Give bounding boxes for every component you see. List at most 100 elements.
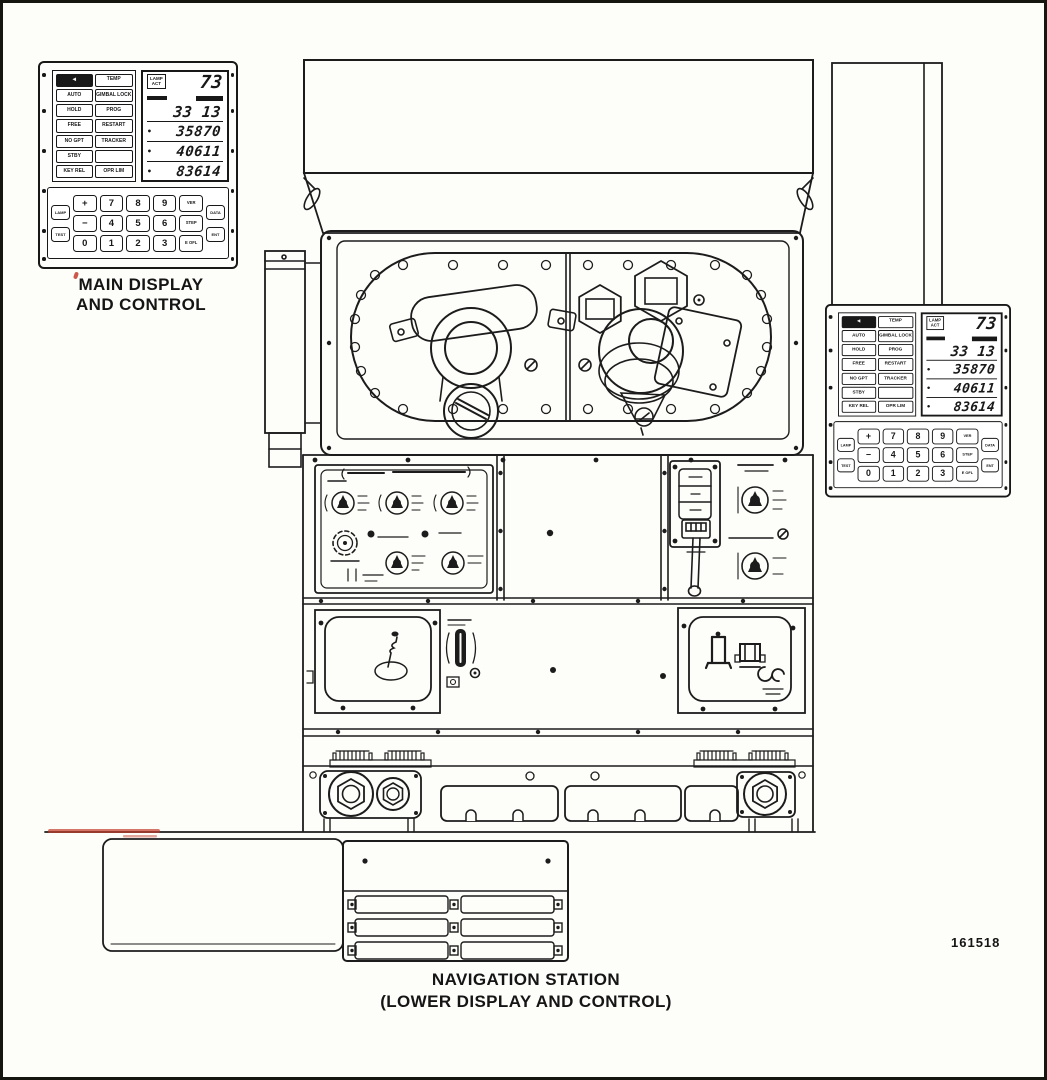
- mode-key-indicator: ◄: [55, 73, 93, 87]
- key-9: 9: [931, 428, 954, 444]
- display-row: • 83614: [147, 161, 223, 181]
- key-step: STEP: [179, 214, 203, 232]
- mode-key-stby: STBY: [841, 386, 877, 400]
- left-connector-plate: [309, 770, 422, 819]
- optical-scope-panel: [320, 230, 804, 456]
- mode-key-temp: TEMP: [95, 73, 133, 87]
- unit-caption-line1: MAIN DISPLAY: [78, 275, 204, 294]
- mode-key-hold: HOLD: [841, 344, 877, 357]
- key-minus: −: [73, 214, 97, 232]
- display-row: • 40611: [147, 141, 223, 161]
- display-row: 33 13: [172, 102, 222, 121]
- clevis-clamp: [734, 643, 766, 668]
- lamp-act-badge: LAMP ACT: [926, 316, 944, 330]
- clamp-access-panel: [677, 607, 806, 714]
- key-4: 4: [99, 214, 124, 232]
- mode-button-panel: ◄ TEMP AUTO GIMBAL LOCK HOLD PROG FREE R…: [52, 70, 136, 182]
- display-row: • 40611: [926, 378, 998, 397]
- key-8: 8: [907, 428, 929, 444]
- mode-key-restart: RESTART: [878, 358, 913, 371]
- joystick-access-panel: [306, 609, 441, 714]
- key-plus: +: [857, 428, 880, 444]
- joystick: [374, 631, 408, 681]
- key-lamp: LAMP: [837, 437, 855, 452]
- display-segment-bars: [147, 96, 223, 102]
- navigation-station-line-drawing: [44, 59, 943, 962]
- panel-screws: [524, 358, 592, 372]
- rotary-knob: [324, 491, 370, 515]
- key-3: 3: [931, 465, 954, 482]
- mode-key-gimbal-lock: GIMBAL LOCK: [878, 329, 913, 343]
- display-row: • 35870: [147, 121, 223, 141]
- figure-caption: NAVIGATION STATION (LOWER DISPLAY AND CO…: [301, 969, 751, 1013]
- figure-caption-line1: NAVIGATION STATION: [431, 970, 621, 989]
- unit-caption-line2: AND CONTROL: [76, 295, 206, 314]
- mode-key-indicator: ◄: [841, 315, 877, 328]
- key-ver: VER: [179, 194, 203, 212]
- display-row: • 35870: [926, 359, 998, 379]
- key-5: 5: [126, 214, 150, 232]
- key-data: DATA: [981, 437, 999, 452]
- mode-key-blank: [95, 149, 133, 164]
- heat-sink-fins: [329, 750, 796, 768]
- mode-key-gimbal-lock: GIMBAL LOCK: [95, 88, 133, 103]
- display-value-top: 73: [974, 314, 999, 334]
- key-plus: +: [73, 194, 97, 212]
- key-lamp: LAMP: [51, 204, 70, 220]
- panel-connector: [330, 530, 360, 562]
- key-data: DATA: [206, 204, 225, 220]
- key-2: 2: [907, 465, 929, 482]
- mode-key-key-rel: KEY REL: [55, 165, 93, 179]
- mode-key-free: FREE: [55, 119, 93, 133]
- hold-down-clamp: [704, 635, 733, 670]
- numeric-keypad: LAMP TEST + 7 8 9 VER − 4 5 6 STEP 0 1 2: [47, 187, 229, 259]
- main-display-and-control-unit: ◄ TEMP AUTO GIMBAL LOCK HOLD PROG FREE R…: [38, 61, 238, 269]
- main-display-control-on-console: ◄ TEMP AUTO GIMBAL LOCK HOLD PROG FREE R…: [825, 304, 1011, 498]
- right-side-cabinet: [831, 62, 943, 306]
- mode-key-opr-lim: OPR LIM: [95, 165, 133, 179]
- key-ent: ENT: [206, 226, 225, 242]
- key-4: 4: [882, 446, 905, 463]
- key-step: STEP: [956, 446, 979, 463]
- key-3: 3: [152, 234, 177, 252]
- connector-bay: [302, 750, 814, 833]
- mode-key-no-gpt: NO GPT: [841, 372, 877, 385]
- key-1: 1: [99, 234, 124, 252]
- key-6: 6: [152, 214, 177, 232]
- left-optical-assembly: [388, 284, 577, 439]
- vent-panel: [342, 840, 569, 962]
- console-upper-housing: [302, 59, 815, 234]
- key-ent: ENT: [981, 457, 999, 472]
- key-test: TEST: [837, 457, 855, 472]
- mode-key-auto: AUTO: [841, 329, 877, 343]
- mode-key-auto: AUTO: [55, 88, 93, 103]
- key-e-ofl: E OFL: [179, 234, 203, 252]
- mode-key-opr-lim: OPR LIM: [878, 400, 913, 414]
- mode-key-restart: RESTART: [95, 119, 133, 133]
- display-value-top: 73: [199, 72, 225, 93]
- rotary-knob: [737, 486, 787, 514]
- console-frame: [302, 454, 814, 832]
- key-7: 7: [99, 194, 124, 212]
- key-9: 9: [152, 194, 177, 212]
- key-0: 0: [857, 465, 880, 482]
- display-row: 33 13: [949, 342, 997, 360]
- right-optical-assembly: [578, 259, 743, 436]
- right-connector-plate: [736, 771, 806, 818]
- mode-key-tracker: TRACKER: [878, 372, 913, 385]
- mode-key-stby: STBY: [55, 149, 93, 164]
- rotary-knob: [378, 491, 424, 515]
- figure-number: 161518: [951, 935, 1001, 950]
- numeric-keypad: LAMP TEST + 7 8 9 VER − 4 5 6 STEP 0 1 2: [833, 421, 1003, 489]
- screw-hole-ring: [349, 259, 773, 415]
- key-test: TEST: [51, 226, 70, 242]
- main-display-and-control-unit: ◄ TEMP AUTO GIMBAL LOCK HOLD PROG FREE R…: [825, 304, 1011, 498]
- mode-key-free: FREE: [841, 358, 877, 371]
- rotary-knob: [433, 491, 479, 515]
- key-5: 5: [907, 446, 929, 463]
- key-e-ofl: E OFL: [956, 465, 979, 482]
- mode-control-panel: [314, 464, 494, 594]
- lamp-act-badge: LAMP ACT: [147, 74, 166, 89]
- numeric-display: LAMP ACT 73 33 13 • 35870: [141, 70, 229, 182]
- switch-guard-panel: [669, 460, 721, 597]
